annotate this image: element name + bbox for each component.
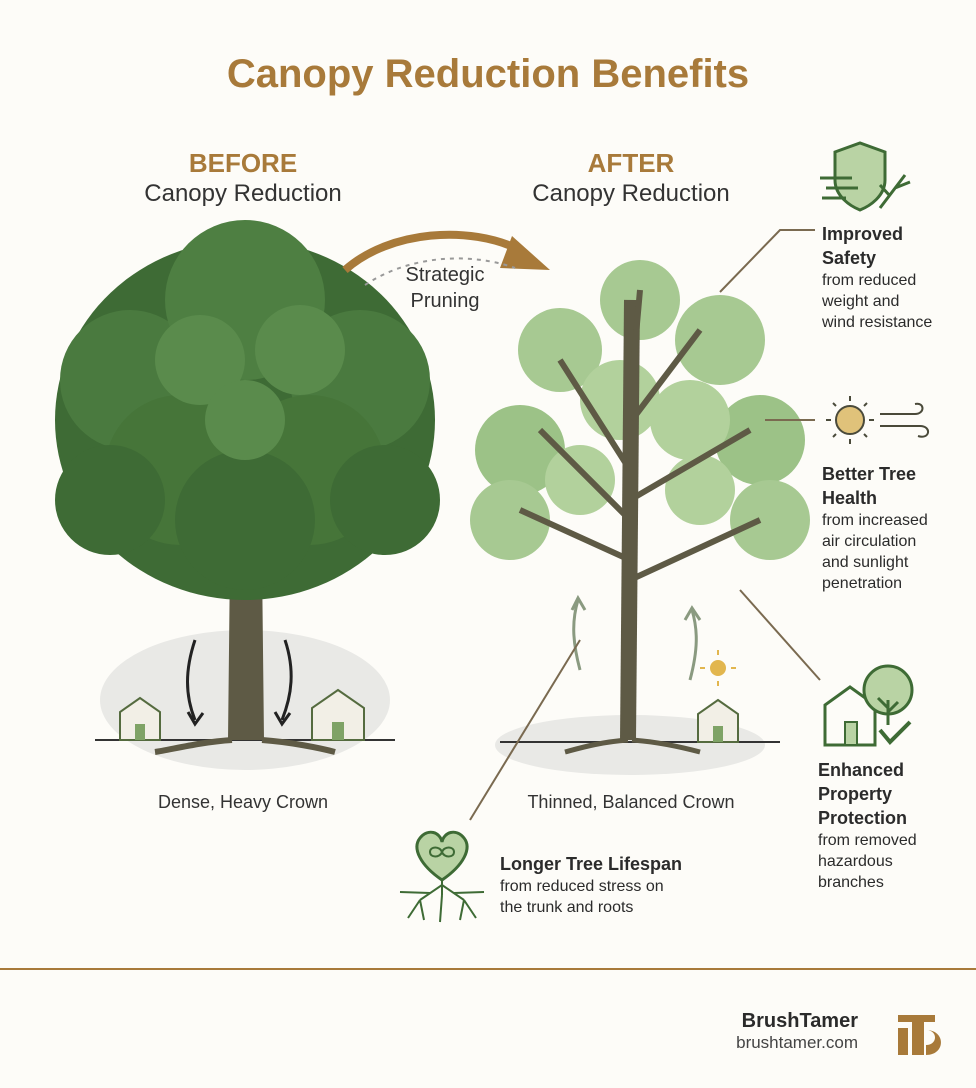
benefit-title-line: Protection [818,808,908,828]
pruning-label-line1: Strategic [405,264,485,286]
benefit-improved-safety: Improved Safety from reduced weight and … [822,222,972,333]
after-label: AFTER [587,148,675,178]
brushtamer-logo-icon [898,1015,941,1055]
brand-url[interactable]: brushtamer.com [736,1033,858,1052]
benefit-desc-line: penetration [822,575,903,592]
benefit-longer-tree-lifespan: Longer Tree Lifespan from reduced stress… [500,852,740,918]
benefit-desc-line: branches [818,874,884,891]
benefit-desc-line: from increased [822,512,928,529]
after-caption: Thinned, Balanced Crown [527,792,735,812]
benefit-desc-line: and sunlight [822,554,909,571]
pruning-arrow [342,230,550,286]
after-sublabel: Canopy Reduction [532,180,730,207]
house-tree-check-icon [823,664,914,747]
before-tree [55,220,440,770]
benefit-desc-line: the trunk and roots [500,899,634,916]
connector-lines [469,229,821,821]
benefit-desc-line: from reduced [822,272,917,289]
benefit-desc-line: wind resistance [822,314,933,331]
benefit-title-line: Enhanced [818,760,905,780]
benefit-title-line: Health [822,488,878,508]
before-sublabel: Canopy Reduction [144,180,342,207]
benefit-desc-line: air circulation [822,533,917,550]
benefit-title-line: Better Tree [822,464,917,484]
heart-roots-icon [399,830,485,923]
benefit-desc-line: from removed [818,832,917,849]
brand-name: BrushTamer [741,1010,858,1032]
footer-divider [0,968,976,970]
benefit-desc-line: weight and [822,293,900,310]
before-caption: Dense, Heavy Crown [157,792,329,812]
benefit-title-line: Property [818,784,893,804]
page-title: Canopy Reduction Benefits [226,52,750,96]
sun-wind-icon [826,396,929,444]
benefit-title-line: Improved [822,224,904,244]
benefit-enhanced-property-protection: Enhanced Property Protection from remove… [818,758,968,893]
benefit-better-tree-health: Better Tree Health from increased air ci… [822,462,972,594]
after-tree [470,260,810,775]
benefit-title-line: Safety [822,248,877,268]
shield-wind-icon [820,141,911,212]
benefit-desc-line: hazardous [818,853,893,870]
benefit-desc-line: from reduced stress on [500,878,664,895]
before-label: BEFORE [188,148,298,178]
pruning-label-line2: Pruning [410,290,480,312]
benefit-title-line: Longer Tree Lifespan [500,854,683,874]
pruning-label: Strategic Pruning [380,262,510,314]
